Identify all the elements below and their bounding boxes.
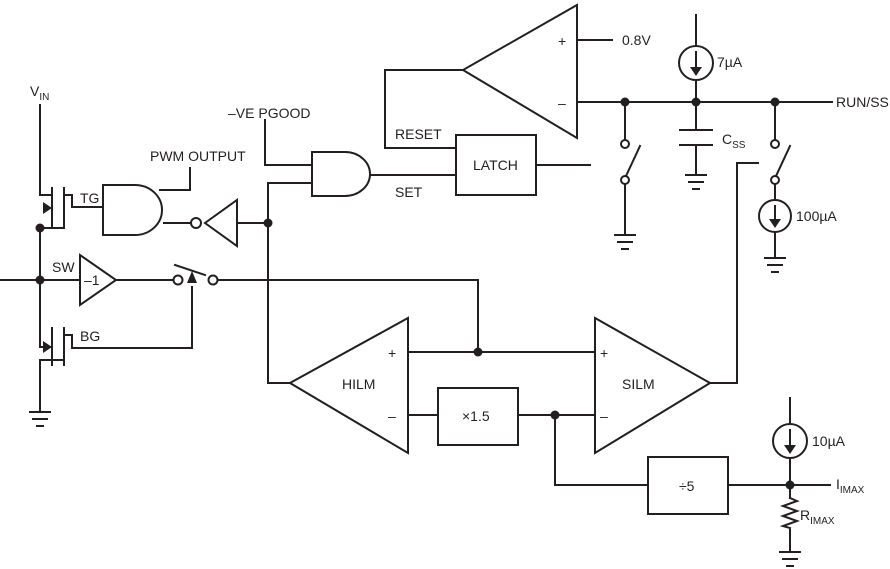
ground-symbol — [614, 234, 636, 250]
i-7ua-label: 7µA — [717, 54, 743, 70]
hilm-minus: – — [388, 408, 396, 424]
ground-symbol — [29, 411, 51, 427]
tg-label: TG — [80, 190, 99, 206]
soft-start-capacitor — [679, 129, 713, 146]
inverting-buffer-label: –1 — [84, 272, 100, 288]
pwm-output-label: PWM OUTPUT — [150, 148, 246, 164]
ss-comparator-plus: + — [558, 33, 566, 49]
silm-switch — [770, 139, 792, 185]
pgood-and-gate — [311, 151, 371, 197]
sw-switch — [172, 263, 219, 286]
silm-plus: + — [600, 345, 608, 361]
neg-pgood-label: –VE PGOOD — [228, 105, 310, 121]
ss-comparator — [461, 3, 578, 140]
vin-label: VIN — [30, 83, 49, 103]
top-mosfet — [39, 187, 73, 229]
i-100ua-label: 100µA — [796, 208, 837, 224]
current-source-10ua — [772, 423, 808, 459]
run-ss-label: RUN/SS — [836, 94, 889, 110]
gain-x15-label: ×1.5 — [462, 408, 490, 424]
divide-5-block — [647, 456, 729, 515]
silm-comparator — [594, 316, 712, 455]
sw-label: SW — [52, 259, 75, 275]
inverting-buffer — [79, 253, 118, 307]
latch-block — [455, 134, 537, 196]
ss-comparator-minus: – — [558, 95, 566, 111]
silm-label: SILM — [622, 376, 655, 392]
hilm-plus: + — [388, 345, 396, 361]
pwm-and-gate — [102, 184, 163, 236]
rimax-label: RIMAX — [800, 507, 835, 527]
latch-switch — [620, 139, 642, 185]
ground-symbol — [764, 257, 786, 273]
imax-label: IIMAX — [836, 476, 865, 496]
bottom-mosfet — [39, 327, 73, 366]
wires — [0, 14, 833, 553]
hilm-comparator — [287, 316, 409, 455]
current-source-7ua — [678, 45, 714, 81]
inverter-gate — [190, 198, 238, 248]
i-10ua-label: 10µA — [812, 433, 846, 449]
ref-0v8-label: 0.8V — [622, 32, 651, 48]
junctions — [35, 97, 795, 490]
reset-label: RESET — [395, 126, 442, 142]
rimax-resistor — [779, 496, 800, 530]
latch-label: LATCH — [473, 157, 518, 173]
gain-x15-block — [437, 387, 519, 446]
set-label: SET — [395, 184, 423, 200]
divide-5-label: ÷5 — [679, 478, 695, 494]
silm-minus: – — [600, 408, 608, 424]
bg-label: BG — [80, 328, 100, 344]
ground-symbol — [685, 174, 707, 190]
current-source-100ua — [758, 199, 792, 233]
hilm-label: HILM — [342, 376, 375, 392]
css-label: CSS — [722, 131, 746, 151]
ground-symbol — [779, 551, 801, 567]
